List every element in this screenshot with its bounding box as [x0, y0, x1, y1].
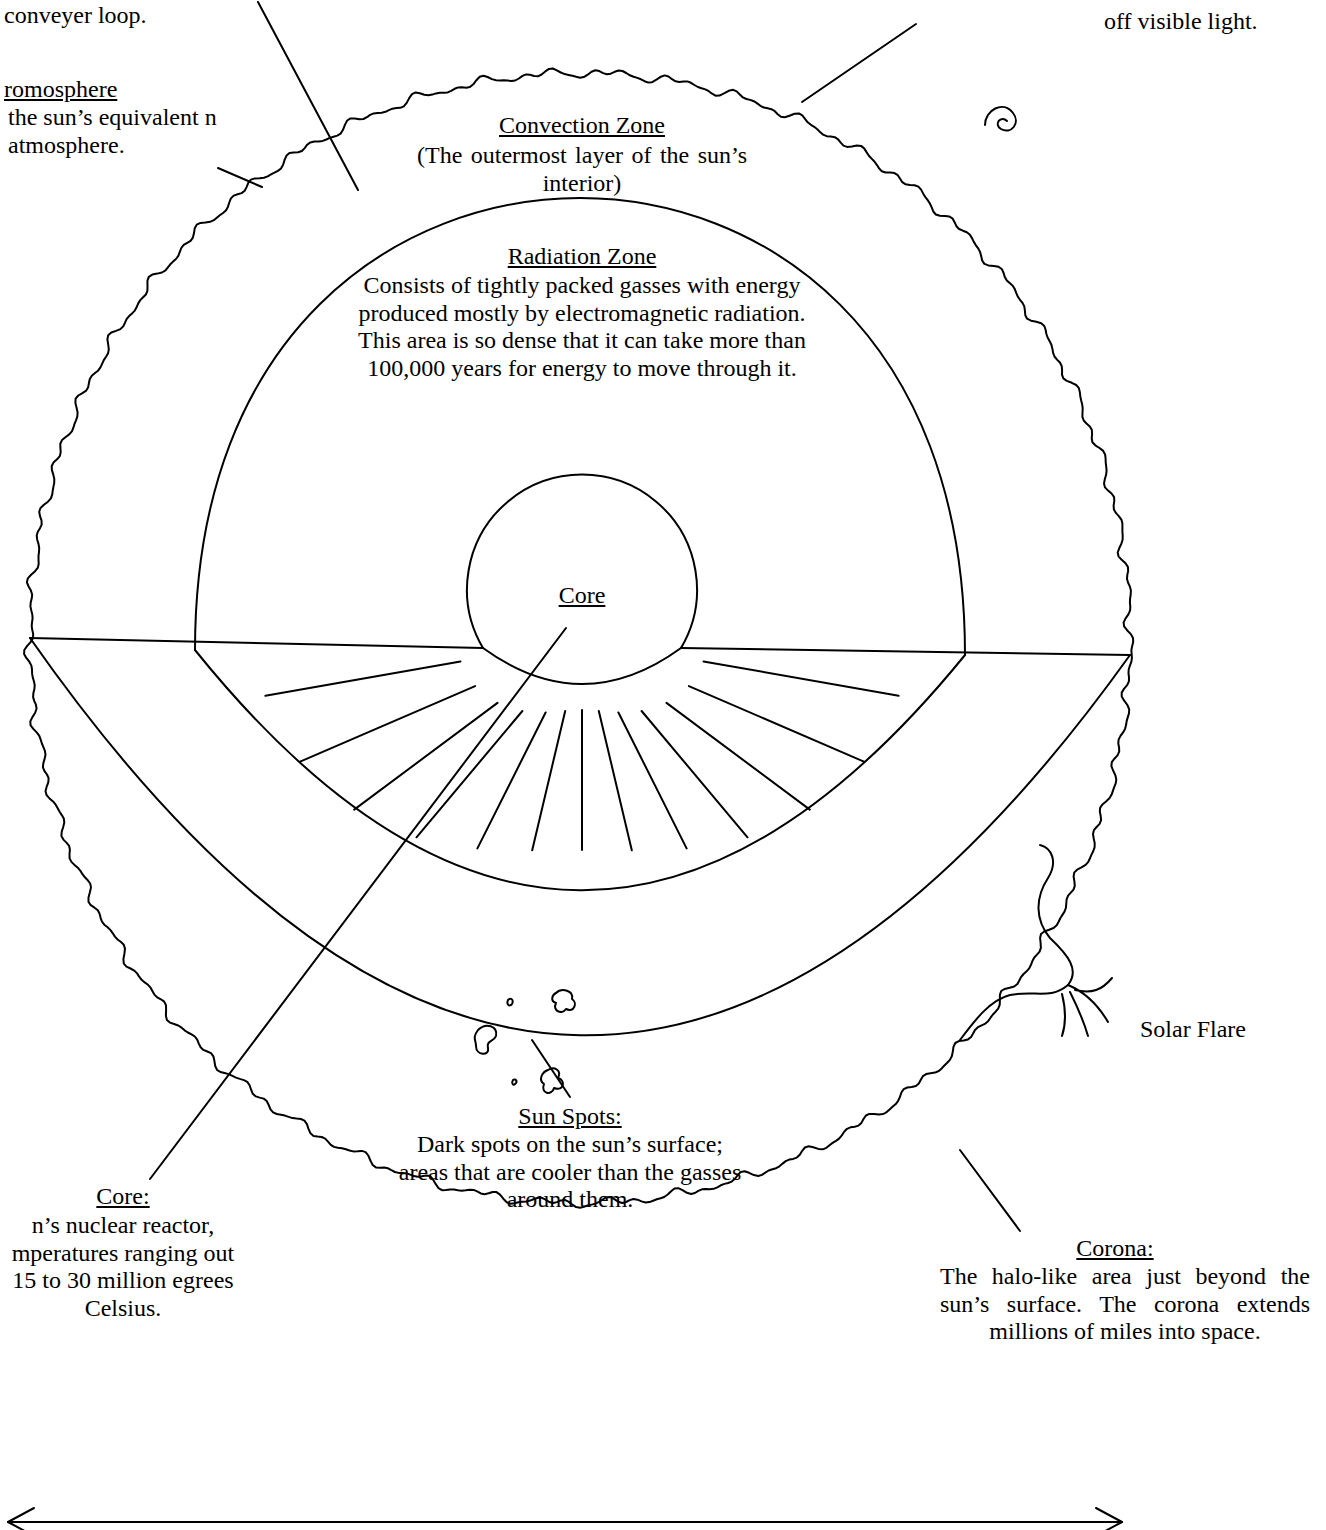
callout-text: Solar Flare — [1140, 1016, 1320, 1044]
callout-text: the sun’s equivalent n atmosphere. — [8, 104, 230, 159]
dimension-arrow — [8, 1521, 1122, 1523]
leader-line — [532, 1040, 570, 1097]
solar-flare — [960, 845, 1073, 1040]
leader-line — [960, 1150, 1020, 1231]
convection-boundary — [30, 638, 1130, 1035]
zone-title: Convection Zone — [432, 112, 732, 140]
zone-note: (The outermost layer of the sun’s interi… — [417, 142, 747, 197]
prominence-curl — [985, 107, 1016, 131]
callout-heading: Corona: — [915, 1235, 1315, 1263]
radiation-zone: Radiation ZoneConsists of tightly packed… — [190, 190, 970, 900]
radiation-dome — [195, 198, 965, 655]
callout-text: off visible light. — [1104, 8, 1316, 36]
leader-line — [258, 2, 358, 190]
leader-line — [802, 24, 916, 102]
leader-line — [150, 628, 566, 1179]
outline-group — [195, 198, 965, 890]
convection-zone-outline — [20, 55, 1140, 1220]
callout-heading: Sun Spots: — [390, 1103, 750, 1131]
sunspot — [475, 1026, 497, 1054]
sun-outline — [24, 69, 1133, 1208]
callout-heading: romosphere — [4, 76, 204, 104]
core-dome — [467, 474, 697, 648]
core-region: Core — [462, 452, 702, 697]
zone-description: Consists of tightly packed gasses with e… — [347, 272, 817, 382]
sunspot — [552, 990, 575, 1012]
core-region-outline — [462, 452, 702, 697]
arrow-head — [1096, 1508, 1122, 1530]
arrow-head — [8, 1508, 34, 1530]
sunspot — [507, 999, 512, 1006]
callout-text: The halo-like area just beyond the sun’s… — [940, 1263, 1310, 1346]
convection-zone: Convection Zone(The outermost layer of t… — [20, 55, 1140, 1220]
zone-title: Radiation Zone — [432, 243, 732, 271]
radiation-rays — [265, 661, 898, 850]
radiation-boundary — [195, 650, 965, 890]
outline-group — [467, 474, 697, 684]
outline-group — [24, 69, 1133, 1208]
core-boundary — [483, 648, 681, 684]
solar-flare — [1062, 978, 1112, 1036]
callout-text: conveyer loop. — [4, 2, 204, 30]
callout-text: Dark spots on the sun’s surface; areas t… — [390, 1131, 750, 1214]
callout-heading: Core: — [10, 1183, 236, 1211]
sunspot — [512, 1079, 516, 1084]
callout-text: n’s nuclear reactor, mperatures ranging … — [10, 1212, 236, 1322]
zone-title: Core — [522, 582, 642, 610]
sunspot — [541, 1068, 563, 1093]
